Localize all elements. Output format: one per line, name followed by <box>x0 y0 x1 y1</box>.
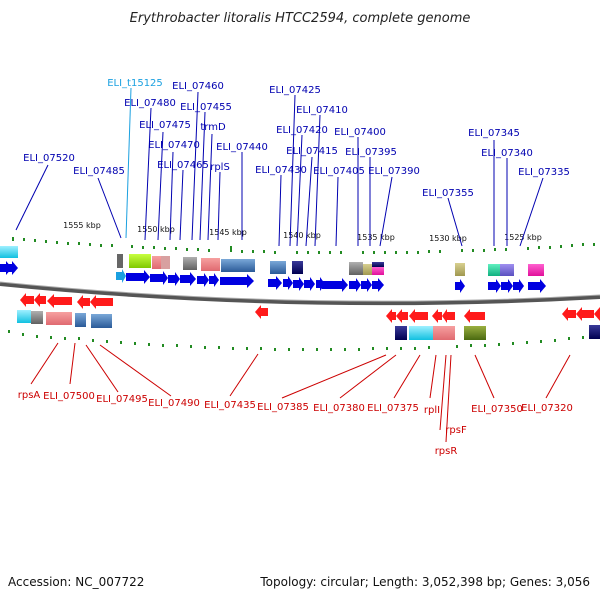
tick-1535: 1535 kbp <box>357 233 395 242</box>
label-rpsF: rpsF <box>445 425 467 436</box>
label-ELI_07490: ELI_07490 <box>148 398 200 409</box>
genome-backbone-highlight <box>0 281 600 302</box>
bottom-scale-ticks <box>8 330 584 351</box>
genome-backbone <box>0 282 600 306</box>
label-ELI_07405: ELI_07405 <box>313 166 365 177</box>
label-ELI_07415: ELI_07415 <box>286 146 338 157</box>
label-ELI_07470: ELI_07470 <box>148 140 200 151</box>
label-ELI_07375: ELI_07375 <box>367 403 419 414</box>
top-labels: ELI_t15125 ELI_07460 ELI_07480 ELI_07455… <box>23 78 570 199</box>
top-leader-lines <box>15 91 544 247</box>
label-ELI_07385: ELI_07385 <box>257 402 309 413</box>
label-ELI_07345: ELI_07345 <box>468 128 520 139</box>
label-ELI_07380: ELI_07380 <box>313 403 365 414</box>
tick-1555: 1555 kbp <box>63 221 101 230</box>
accession-text: Accession: NC_007722 <box>8 575 144 589</box>
reverse-arrows <box>20 293 600 323</box>
bottom-labels: rpsA ELI_07500 ELI_07495 ELI_07490 ELI_0… <box>18 390 573 457</box>
label-ELI_07340: ELI_07340 <box>481 148 533 159</box>
label-ELI_07435: ELI_07435 <box>204 400 256 411</box>
label-ELI_07455: ELI_07455 <box>180 102 232 113</box>
label-ELI_07425: ELI_07425 <box>269 85 321 96</box>
tick-1540: 1540 kbp <box>283 231 321 240</box>
label-ELI_07395: ELI_07395 <box>345 147 397 158</box>
label-ELI_07430: ELI_07430 <box>255 165 307 176</box>
label-ELI_07335: ELI_07335 <box>518 167 570 178</box>
label-ELI_07400: ELI_07400 <box>334 127 386 138</box>
map-title: Erythrobacter litoralis HTCC2594, comple… <box>130 11 471 26</box>
label-ELI_07495: ELI_07495 <box>96 394 148 405</box>
tick-1550: 1550 kbp <box>137 225 175 234</box>
label-ELI_07460: ELI_07460 <box>172 81 224 92</box>
label-ELI_07440: ELI_07440 <box>216 142 268 153</box>
label-ELI_07410: ELI_07410 <box>296 105 348 116</box>
label-ELI_07320: ELI_07320 <box>521 403 573 414</box>
label-rpsA: rpsA <box>18 390 41 401</box>
label-rplI: rplI <box>424 405 440 416</box>
scale-tick-labels: 1555 kbp 1550 kbp 1545 kbp 1540 kbp 1535… <box>63 221 542 243</box>
label-ELI_07475: ELI_07475 <box>139 120 191 131</box>
label-ELI_07350: ELI_07350 <box>471 404 523 415</box>
topology-text: Topology: circular; Length: 3,052,398 bp… <box>259 575 590 589</box>
top-scale-ticks <box>12 237 595 254</box>
label-ELI_07520: ELI_07520 <box>23 153 75 164</box>
label-ELI_07390: ELI_07390 <box>368 166 420 177</box>
label-ELI_07420: ELI_07420 <box>276 125 328 136</box>
reverse-feature-blocks <box>17 310 600 340</box>
rna-leader-line <box>125 87 132 239</box>
label-ELI_07355: ELI_07355 <box>422 188 474 199</box>
tick-1545: 1545 kbp <box>209 228 247 237</box>
forward-feature-blocks <box>0 246 544 276</box>
label-ELI_07480: ELI_07480 <box>124 98 176 109</box>
forward-arrows <box>0 261 546 293</box>
tick-1530: 1530 kbp <box>429 234 467 243</box>
label-rplS: rplS <box>210 162 230 173</box>
label-ELI_07465: ELI_07465 <box>157 160 209 171</box>
label-ELI_07500: ELI_07500 <box>43 391 95 402</box>
label-rpsR: rpsR <box>435 446 458 457</box>
label-ELI_07485: ELI_07485 <box>73 166 125 177</box>
bottom-leader-lines <box>30 342 571 443</box>
label-ELI_t15125: ELI_t15125 <box>107 78 163 89</box>
label-trmD: trmD <box>200 122 226 133</box>
